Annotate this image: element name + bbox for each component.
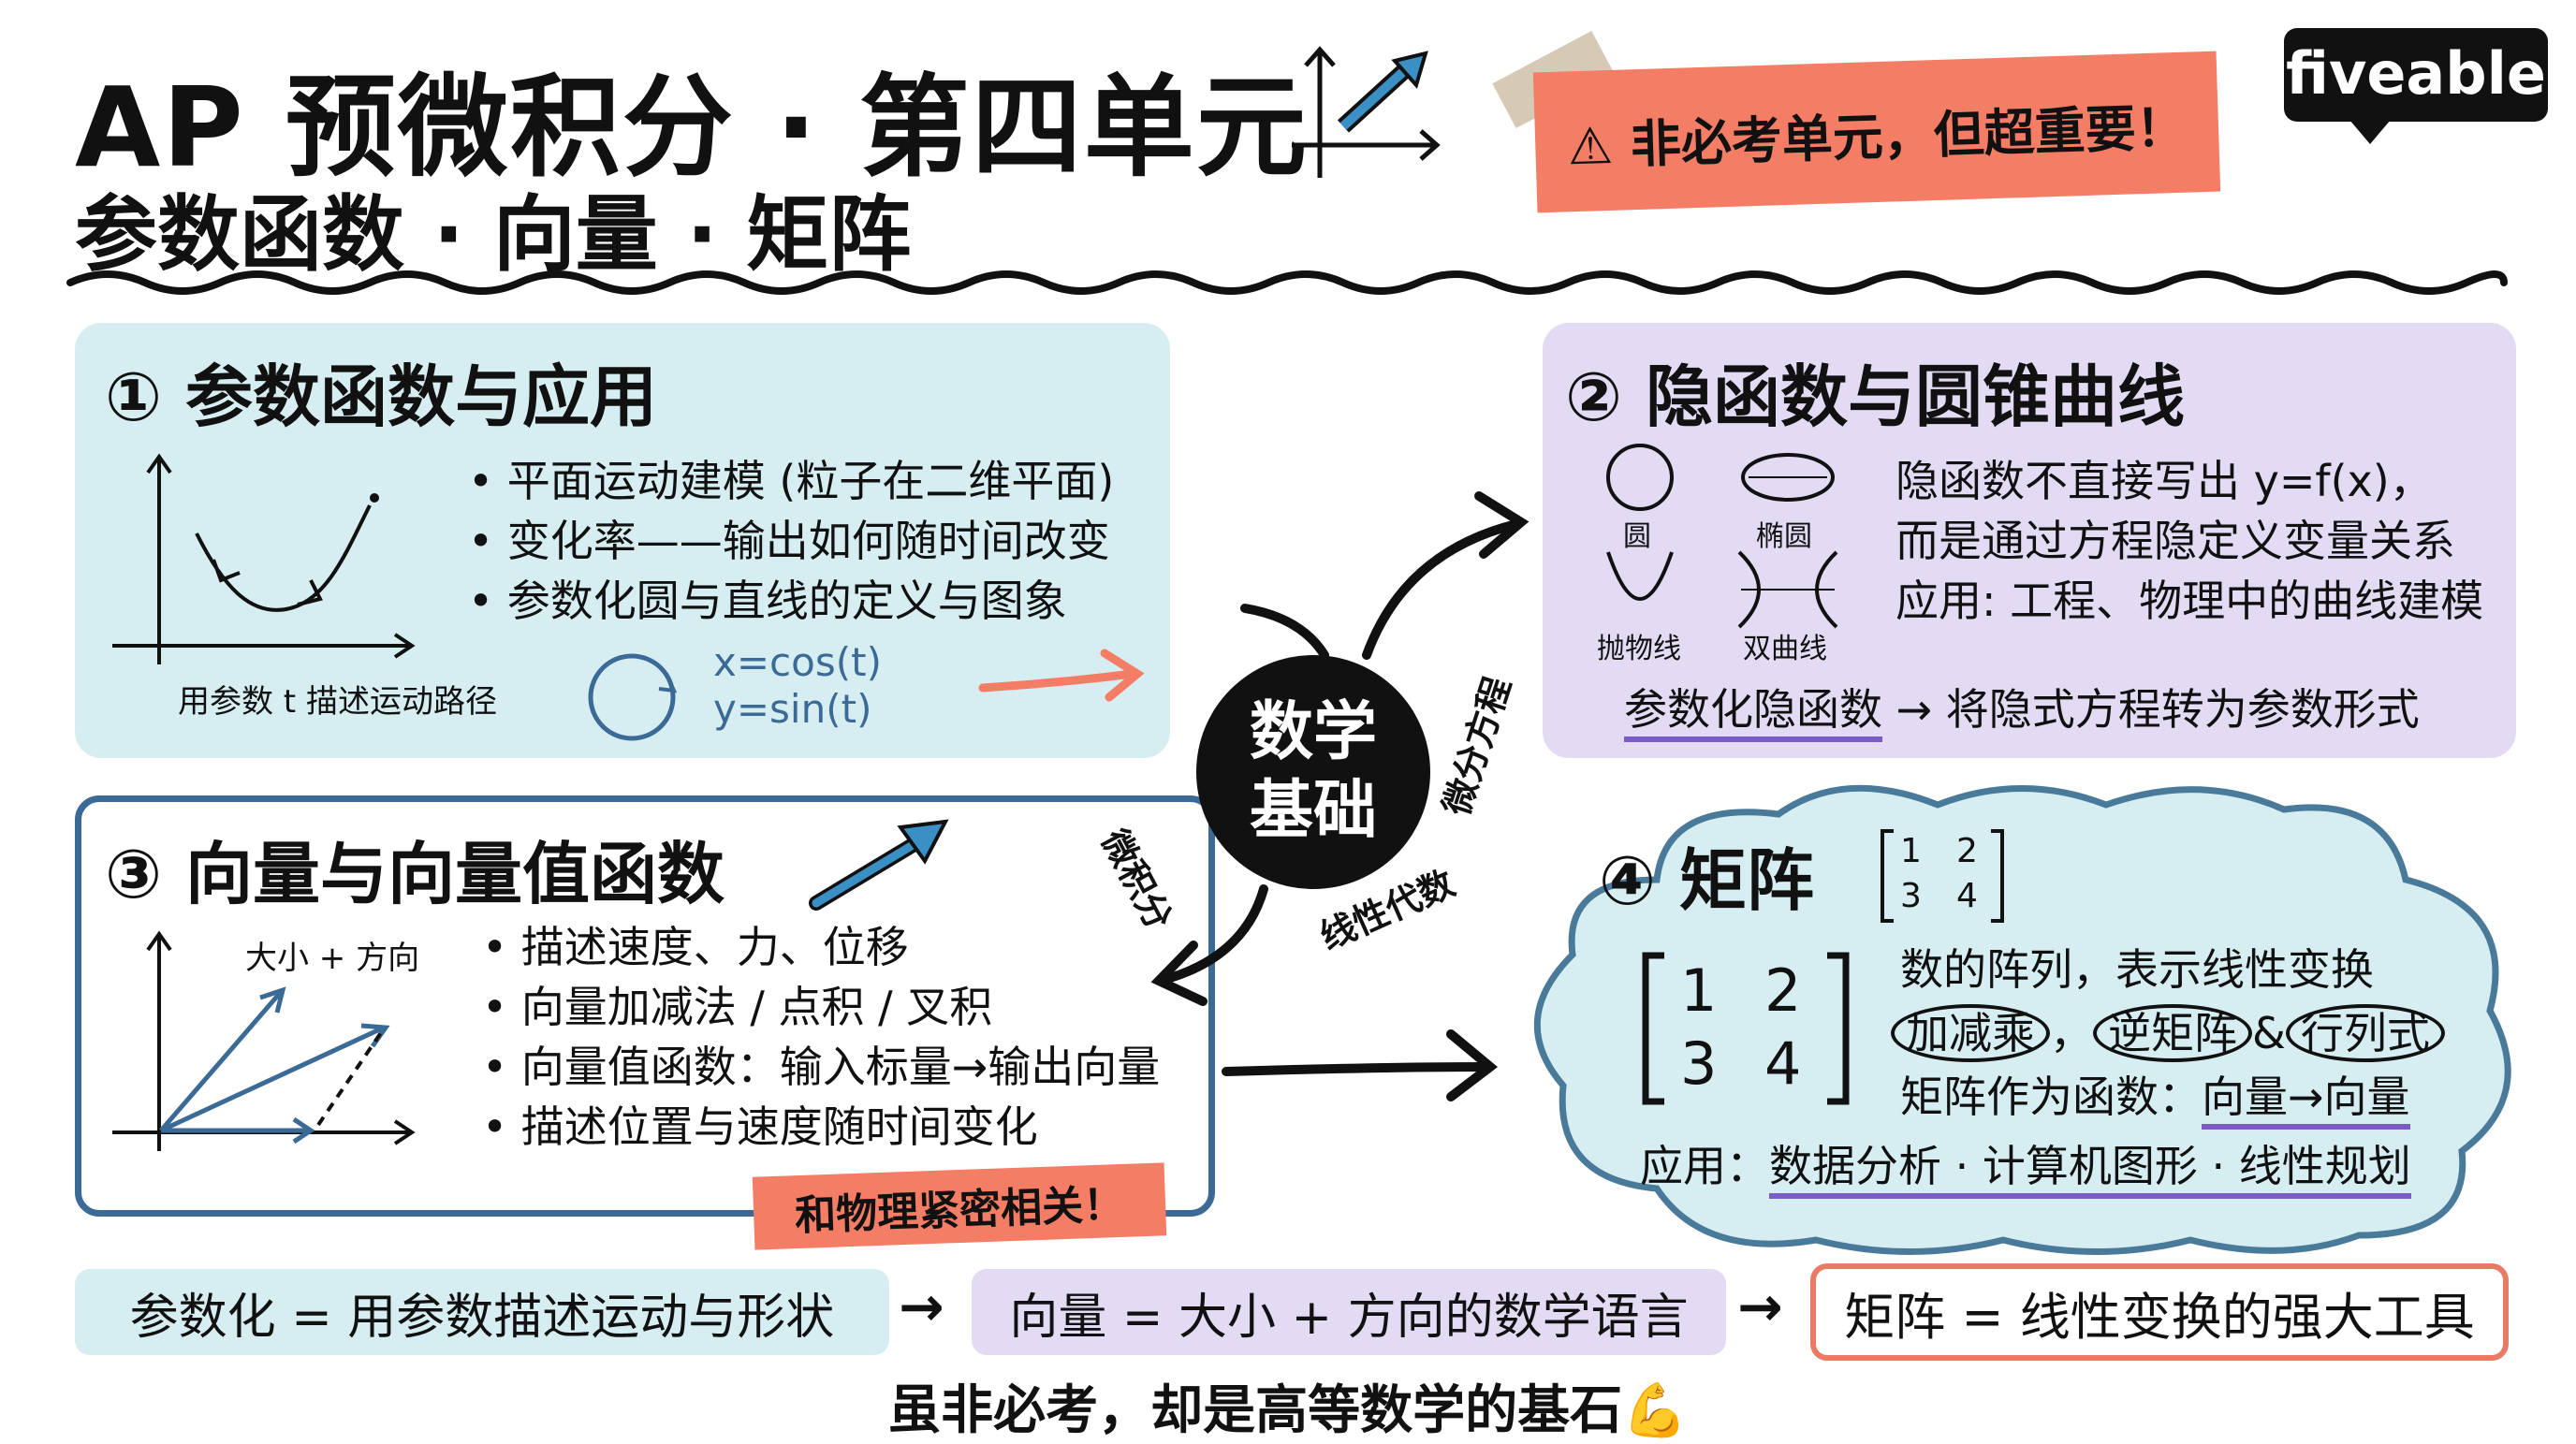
panel-vectors	[75, 795, 1215, 1217]
circle-path-icon	[588, 653, 678, 741]
panel3-title: ③ 向量与向量值函数	[105, 835, 725, 913]
panel3-bullet: • 向量值函数：输入标量→输出向量	[482, 1042, 1161, 1092]
page-title: AP 预微积分 · 第四单元	[75, 63, 1309, 192]
panel2-desc: 隐函数不直接写出 y=f(x)，	[1895, 456, 2433, 506]
panel2-note-term: 参数化隐函数	[1624, 684, 1882, 742]
op-inverse: 逆矩阵	[2093, 1004, 2252, 1062]
matrix-ops: 加减乘，逆矩阵&行列式	[1891, 999, 2445, 1062]
fiveable-logo: fiveable	[2284, 28, 2548, 122]
summary-parametric: 参数化 = 用参数描述运动与形状	[75, 1269, 889, 1355]
footer-tagline: 虽非必考，却是高等数学的基石💪	[888, 1380, 1688, 1441]
eq-y: y=sin(t)	[713, 686, 872, 732]
matrix-line3: 矩阵作为函数：向量→向量	[1900, 1063, 2410, 1130]
shape-label-hyperbola: 双曲线	[1743, 633, 1827, 665]
small-matrix-entry: 4	[1956, 877, 1978, 915]
hub-arrows	[1150, 491, 1530, 1101]
panel1-title: ① 参数函数与应用	[105, 357, 658, 436]
warning-banner: ⚠ 非必考单元，但超重要！	[1532, 51, 2221, 213]
vector-addition-graph	[112, 930, 416, 1151]
small-matrix-entry: 2	[1956, 832, 1978, 870]
summary-vector: 向量 = 大小 + 方向的数学语言	[972, 1269, 1726, 1355]
matrix-applications: 应用：数据分析 · 计算机图形 · 线性规划	[1640, 1132, 2411, 1199]
small-matrix-entry: 1	[1900, 832, 1922, 870]
shape-label-ellipse: 椭圆	[1756, 520, 1812, 553]
summary-arrow: →	[899, 1275, 944, 1338]
hub-line2: 基础	[1249, 774, 1377, 848]
panel1-bullet: • 平面运动建模 (粒子在二维平面)	[468, 456, 1115, 506]
big-matrix-entry: 1	[1680, 956, 1718, 1025]
small-matrix-entry: 3	[1900, 877, 1922, 915]
op-determinant: 行列式	[2285, 1004, 2445, 1062]
op-separator: &	[2252, 1008, 2286, 1058]
eq-x: x=cos(t)	[713, 639, 882, 685]
panel1-bullet: • 参数化圆与直线的定义与图象	[468, 576, 1067, 626]
big-matrix-brackets	[1642, 952, 1850, 1105]
big-matrix-entry: 2	[1764, 956, 1802, 1025]
panel2-note: 参数化隐函数 → 将隐式方程转为参数形式	[1624, 676, 2420, 742]
panel2-desc: 而是通过方程隐定义变量关系	[1895, 516, 2455, 566]
logo-tail	[2349, 120, 2391, 144]
wavy-divider	[66, 270, 2508, 295]
hub-line1: 数学	[1249, 695, 1377, 769]
panel4-title: ④ 矩阵	[1599, 841, 1815, 920]
shape-label-parabola: 抛物线	[1597, 633, 1681, 665]
summary-arrow: →	[1737, 1275, 1783, 1338]
matrix-line3-prefix: 矩阵作为函数：	[1900, 1072, 2202, 1122]
small-matrix-brackets	[1881, 829, 2004, 923]
coral-arrow-icon	[978, 649, 1145, 702]
parametric-path-graph	[112, 453, 416, 664]
op-add-sub-mul: 加减乘	[1891, 1004, 2050, 1062]
math-foundation-hub: 数学 基础	[1196, 655, 1430, 889]
op-separator: ，	[2050, 1008, 2093, 1058]
matrix-line1: 数的阵列，表示线性变换	[1900, 944, 2374, 995]
matrix-app-prefix: 应用：	[1640, 1141, 1769, 1191]
panel2-note-rest: → 将隐式方程转为参数形式	[1882, 684, 2420, 735]
physics-ribbon: 和物理紧密相关！	[752, 1162, 1167, 1250]
panel1-bullet: • 变化率——输出如何随时间改变	[468, 516, 1110, 566]
vector-arrow-icon	[809, 819, 949, 911]
panel2-title: ② 隐函数与圆锥曲线	[1565, 357, 2186, 436]
graph-caption: 用参数 t 描述运动路径	[178, 683, 497, 721]
axes-arrow-icon	[1292, 46, 1441, 178]
matrix-cloud-panel	[1533, 784, 2511, 1255]
summary-matrix: 矩阵 = 线性变换的强大工具	[1810, 1263, 2509, 1361]
vector-graph-label: 大小 + 方向	[245, 940, 420, 977]
panel3-bullet: • 描述速度、力、位移	[482, 922, 909, 972]
panel2-desc: 应用: 工程、物理中的曲线建模	[1895, 576, 2484, 626]
big-matrix-entry: 3	[1680, 1029, 1718, 1098]
page-subtitle: 参数函数 · 向量 · 矩阵	[75, 186, 912, 283]
panel-implicit	[1543, 323, 2516, 758]
shape-label-circle: 圆	[1623, 520, 1651, 553]
matrix-line3-term: 向量→向量	[2202, 1072, 2410, 1130]
panel3-bullet: • 描述位置与速度随时间变化	[482, 1101, 1038, 1152]
big-matrix-entry: 4	[1764, 1029, 1802, 1098]
matrix-app-term: 数据分析 · 计算机图形 · 线性规划	[1769, 1141, 2411, 1199]
conic-shapes-icon	[1606, 444, 1838, 629]
panel3-bullet: • 向量加减法 / 点积 / 叉积	[482, 982, 993, 1032]
